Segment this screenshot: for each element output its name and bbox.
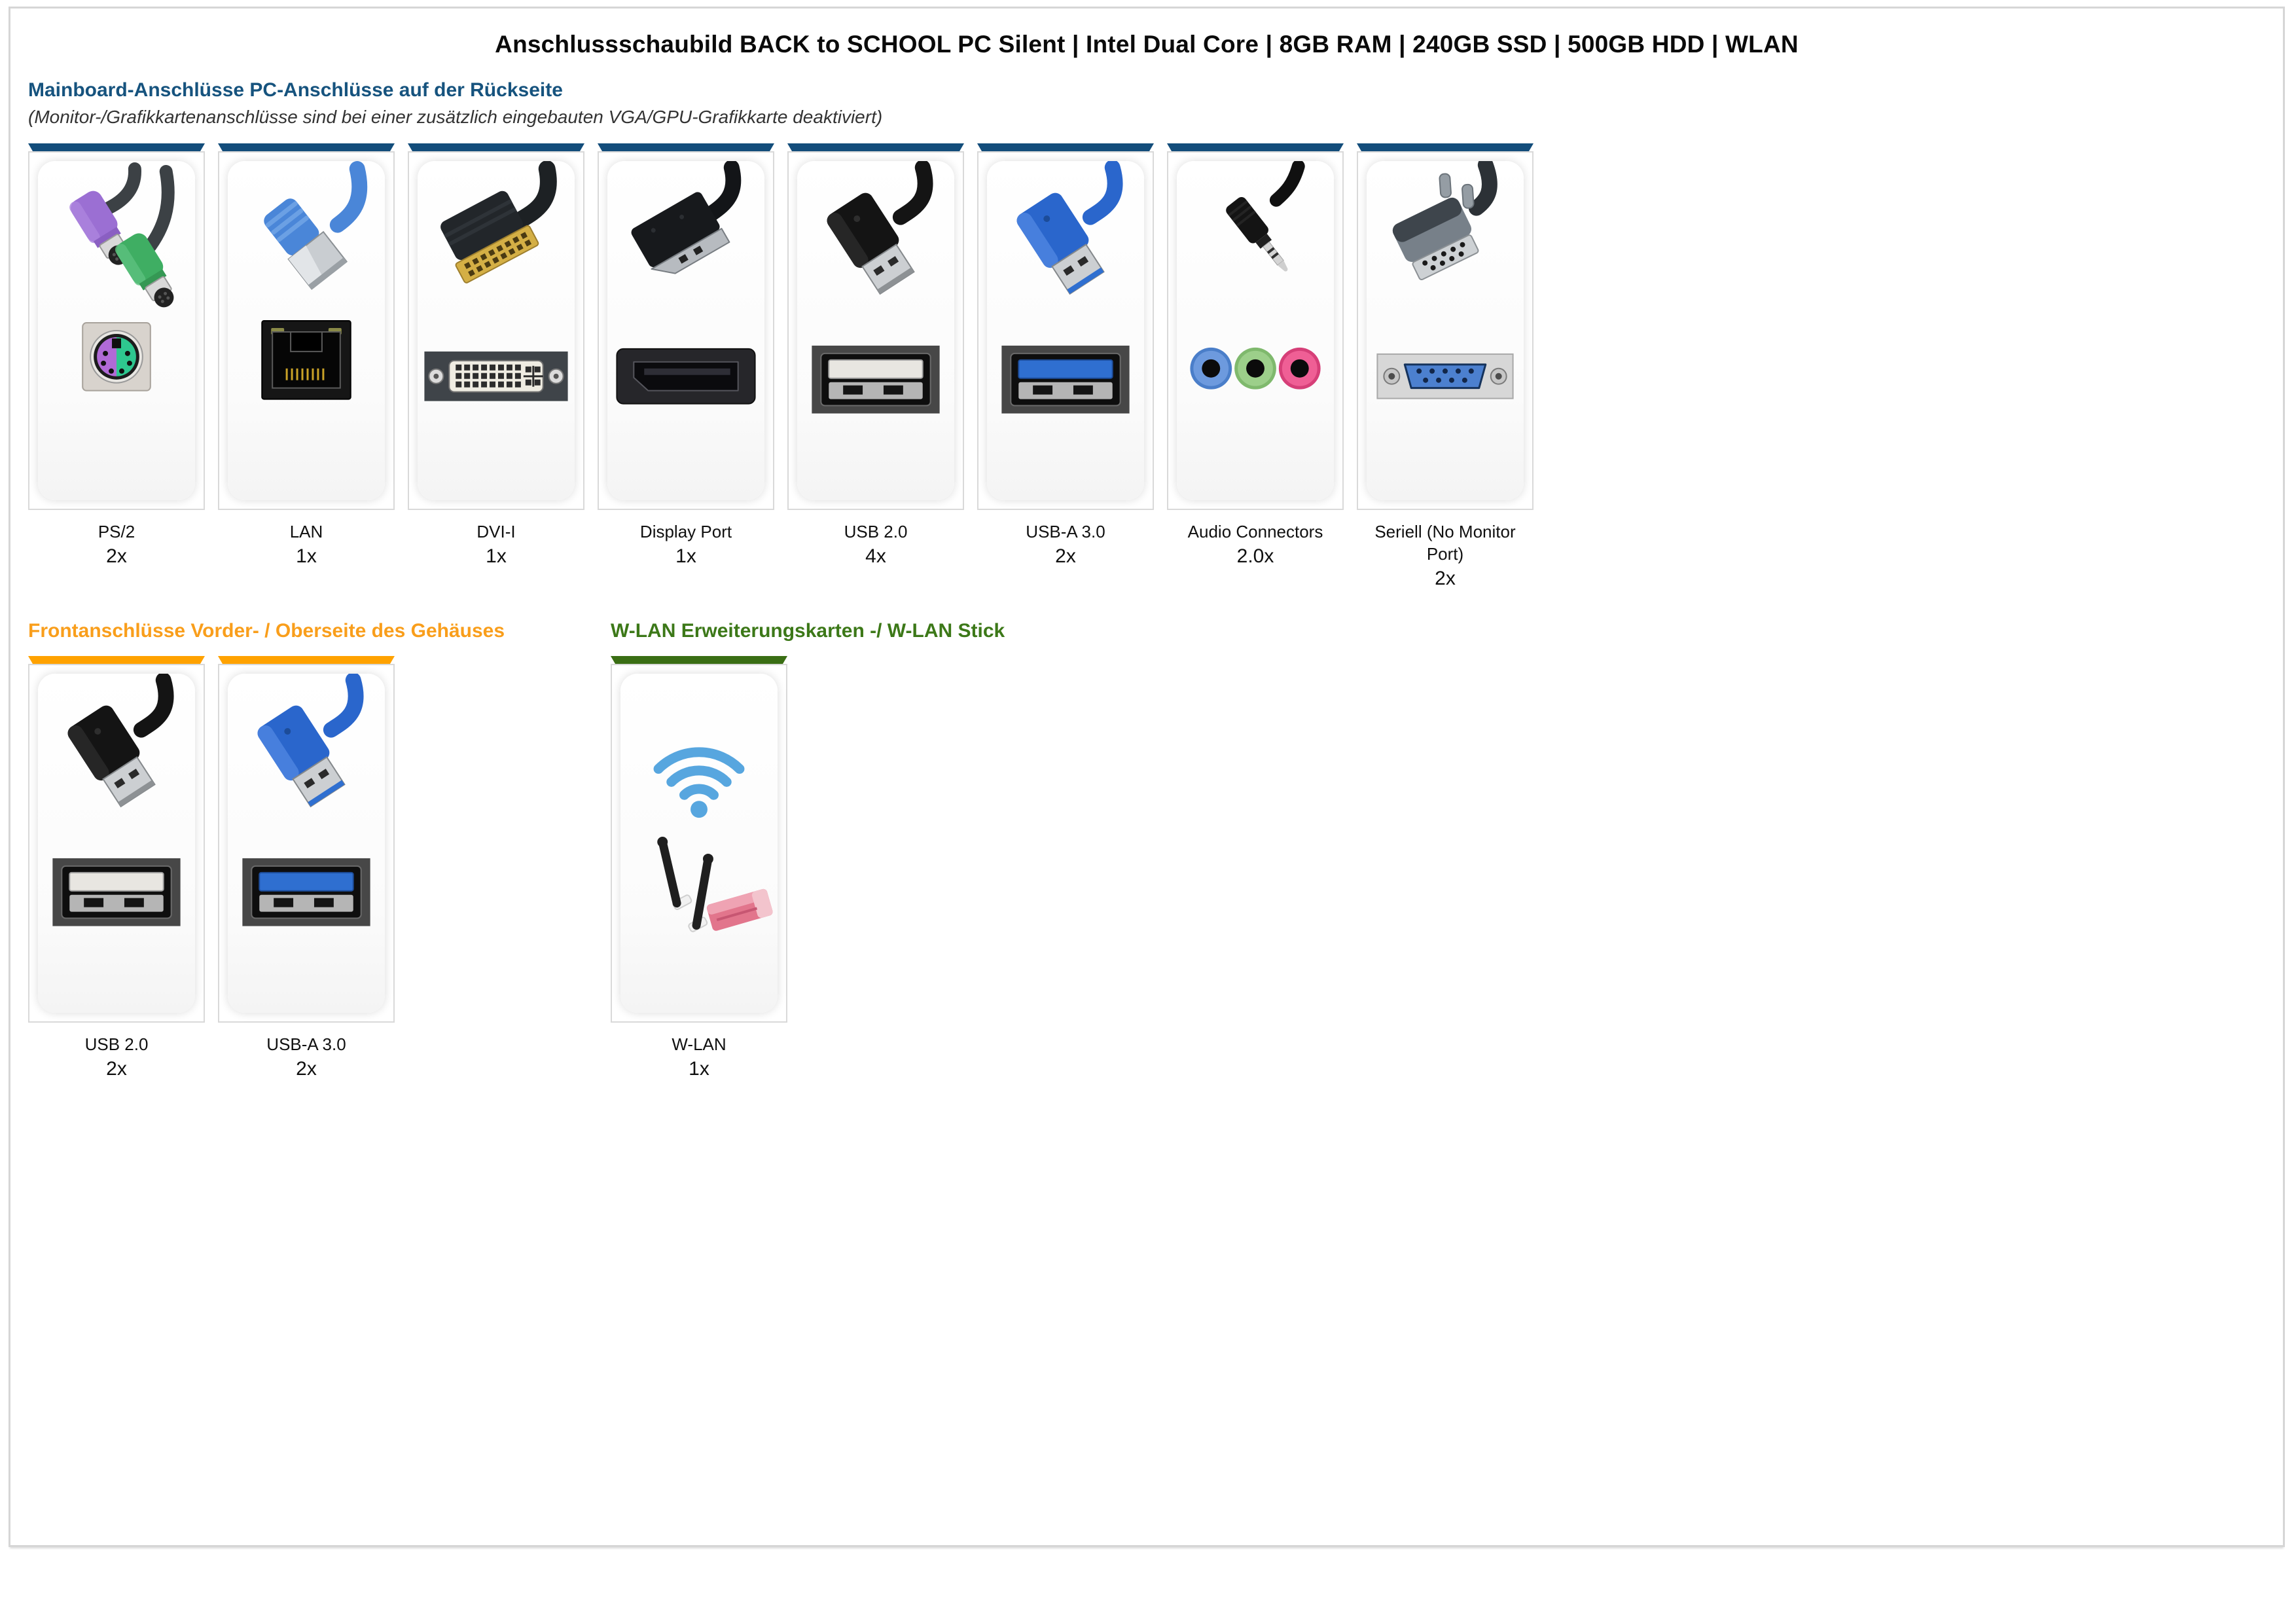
port-count: 2x <box>106 545 127 567</box>
page-frame: Anschlussschaubild BACK to SCHOOL PC Sil… <box>9 7 2285 1547</box>
card-accent-bar <box>28 143 205 151</box>
port-count: 1x <box>689 1058 709 1080</box>
card-accent-bar <box>1167 143 1344 151</box>
port-count: 4x <box>865 545 886 567</box>
page-title: Anschlussschaubild BACK to SCHOOL PC Sil… <box>495 31 1799 58</box>
port-label: W-LAN <box>672 1034 726 1054</box>
usb2-connector-icon <box>38 674 195 1013</box>
lower-section-headings: Frontanschlüsse Vorder- / Oberseite des … <box>28 619 2265 644</box>
port-card-usb2-front: USB 2.0 2x <box>28 656 205 1080</box>
displayport-connector-icon <box>607 161 764 500</box>
lower-ports-row: USB 2.0 2x USB-A 3.0 2x <box>28 656 2265 1080</box>
ps2-connector-icon <box>38 161 195 500</box>
port-label: USB-A 3.0 <box>1026 522 1105 541</box>
port-count: 2x <box>106 1058 127 1080</box>
port-count: 1x <box>296 545 317 567</box>
card-accent-bar <box>28 656 205 664</box>
port-count: 1x <box>675 545 696 567</box>
card-accent-bar <box>218 656 395 664</box>
card-accent-bar <box>218 143 395 151</box>
page-content: Anschlussschaubild BACK to SCHOOL PC Sil… <box>10 31 2283 1080</box>
port-count: 1x <box>486 545 507 567</box>
port-label: Display Port <box>639 522 732 541</box>
dvi-connector-icon <box>418 161 575 500</box>
card-accent-bar <box>977 143 1154 151</box>
port-card-dvi: DVI-I 1x <box>408 143 584 568</box>
card-accent-bar <box>408 143 584 151</box>
port-card-usb2-back: USB 2.0 4x <box>787 143 964 568</box>
usb3-connector-icon <box>987 161 1144 500</box>
port-label: DVI-I <box>476 522 516 541</box>
port-card-usb3-back: USB-A 3.0 2x <box>977 143 1154 568</box>
back-section-heading: Mainboard-Anschlüsse PC-Anschlüsse auf d… <box>28 79 563 101</box>
port-card-usb3-front: USB-A 3.0 2x <box>218 656 395 1080</box>
card-accent-bar <box>598 143 774 151</box>
port-card-wlan: W-LAN 1x <box>611 656 787 1080</box>
port-label: USB 2.0 <box>84 1034 149 1054</box>
back-ports-row: PS/2 2x LAN 1x <box>28 143 2265 590</box>
port-card-serial: Seriell (No Monitor Port) 2x <box>1357 143 1534 590</box>
port-count: 2x <box>296 1058 317 1080</box>
port-label: USB 2.0 <box>844 522 908 541</box>
port-card-ps2: PS/2 2x <box>28 143 205 568</box>
lan-rj45-icon <box>228 161 385 500</box>
port-label: Audio Connectors <box>1187 522 1323 541</box>
port-count: 2x <box>1055 545 1076 567</box>
port-label: PS/2 <box>98 522 135 541</box>
port-label: LAN <box>289 522 323 541</box>
front-ports-group: USB 2.0 2x USB-A 3.0 2x <box>28 656 395 1080</box>
card-accent-bar <box>611 656 787 664</box>
card-accent-bar <box>787 143 964 151</box>
wlan-ports-group: W-LAN 1x <box>611 656 787 1080</box>
port-count: 2.0x <box>1236 545 1274 567</box>
wlan-section-heading: W-LAN Erweiterungskarten -/ W-LAN Stick <box>611 620 1005 642</box>
port-card-lan: LAN 1x <box>218 143 395 568</box>
port-card-audio: Audio Connectors 2.0x <box>1167 143 1344 568</box>
port-count: 2x <box>1435 568 1456 589</box>
usb3-connector-icon <box>228 674 385 1013</box>
usb2-connector-icon <box>797 161 954 500</box>
port-card-displayport: Display Port 1x <box>598 143 774 568</box>
card-accent-bar <box>1357 143 1534 151</box>
front-section-heading: Frontanschlüsse Vorder- / Oberseite des … <box>28 620 505 642</box>
serial-db9-icon <box>1367 161 1524 500</box>
wlan-adapter-icon <box>620 674 778 1013</box>
port-label: USB-A 3.0 <box>266 1034 346 1054</box>
back-section-note: (Monitor-/Grafikkartenanschlüsse sind be… <box>28 107 883 127</box>
port-label: Seriell (No Monitor Port) <box>1374 522 1516 564</box>
audio-jacks-icon <box>1177 161 1334 500</box>
